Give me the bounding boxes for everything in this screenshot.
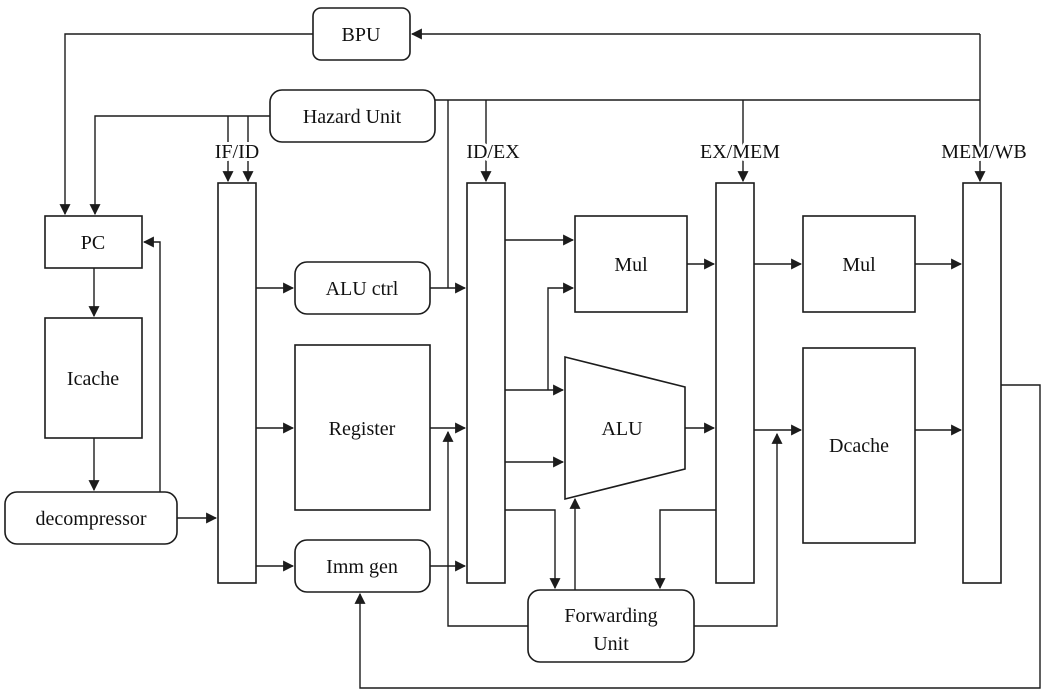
node-pc — [44, 215, 143, 269]
decompressor-label: decompressor — [35, 508, 146, 530]
node-mul-mem — [802, 215, 916, 313]
node-alu-ctrl — [294, 261, 431, 315]
mem-wb-stage-label: MEM/WB — [941, 141, 1027, 163]
diagram-nodes — [4, 7, 1002, 663]
arrow-idex-to-forwarding — [505, 509, 561, 590]
register-label: Register — [329, 418, 396, 440]
pipeline-register-id-ex — [466, 182, 506, 584]
node-icache — [44, 317, 143, 439]
node-alu — [564, 355, 686, 501]
arrow-hazard-to-pc — [89, 115, 270, 216]
if-id-stage-label: IF/ID — [215, 141, 259, 163]
diagram-labels: BPU Hazard Unit PC Icache decompressor A… — [32, 21, 1029, 658]
icache-label: Icache — [67, 368, 119, 390]
arrow-forwarding-to-exstage — [442, 430, 528, 627]
forwarding-unit-label-line1: Forwarding — [564, 605, 657, 627]
pipeline-register-if-id — [217, 182, 257, 584]
arrow-forwarding-to-memstage — [694, 432, 783, 627]
mul-ex-label: Mul — [614, 254, 648, 276]
hazard-unit-label: Hazard Unit — [303, 106, 402, 128]
dcache-label: Dcache — [829, 435, 889, 457]
node-imm-gen — [294, 539, 431, 593]
mul-mem-label: Mul — [842, 254, 876, 276]
imm-gen-label: Imm gen — [326, 556, 398, 578]
arrow-operand-to-mul-b — [547, 282, 575, 390]
arrow-bpu-to-pc — [59, 33, 313, 216]
arrow-nextpc-to-pc — [142, 236, 161, 518]
alu-ctrl-label: ALU ctrl — [326, 278, 399, 300]
pc-label: PC — [81, 232, 105, 254]
node-bpu — [312, 7, 411, 61]
node-dcache — [802, 347, 916, 544]
pipeline-register-mem-wb — [962, 182, 1002, 584]
node-register — [294, 344, 431, 511]
arrow-exmem-to-forwarding — [654, 509, 716, 590]
pipeline-register-ex-mem — [715, 182, 755, 584]
ex-mem-stage-label: EX/MEM — [700, 141, 780, 163]
id-ex-stage-label: ID/EX — [466, 141, 520, 163]
node-mul-ex — [574, 215, 688, 313]
forwarding-unit-label-line2: Unit — [593, 633, 629, 655]
bpu-label: BPU — [342, 24, 381, 46]
node-forwarding-unit — [527, 589, 695, 663]
alu-label: ALU — [601, 418, 643, 440]
connector-arrows — [59, 28, 1041, 689]
node-hazard-unit — [269, 89, 436, 143]
arrow-writeback-to-immgen — [354, 384, 1041, 689]
node-decompressor — [4, 491, 178, 545]
